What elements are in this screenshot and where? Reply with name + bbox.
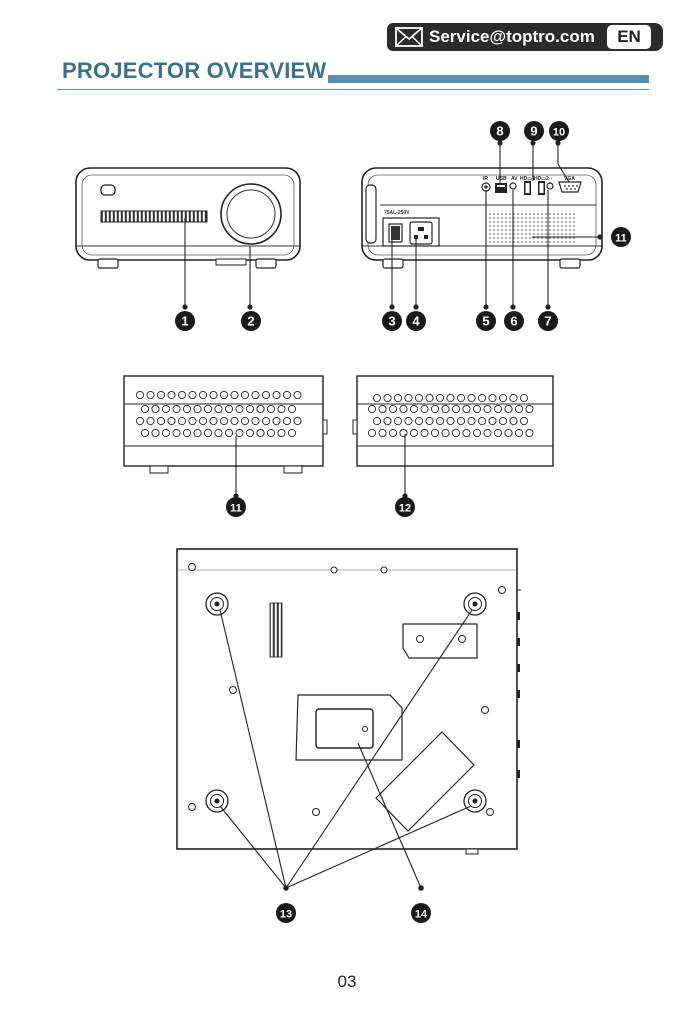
audio-port-label: ∩	[549, 176, 553, 182]
callout-number: 11	[615, 233, 627, 245]
callout-6: 6	[504, 311, 524, 331]
callout-7: 7	[538, 311, 558, 331]
callout-number: 10	[553, 127, 565, 139]
callout-number: 5	[482, 314, 489, 329]
callout-number: 2	[247, 314, 254, 329]
callout-9: 9	[524, 121, 544, 141]
bottom-view	[177, 549, 521, 854]
callout-number: 12	[399, 503, 411, 515]
left-side-view	[124, 376, 327, 473]
leader-dots-side	[233, 493, 407, 498]
right-side-view	[353, 376, 553, 466]
callout-13: 13	[276, 903, 296, 923]
leader-dots-bottom	[283, 885, 424, 891]
callout-number: 13	[280, 909, 292, 921]
callout-1: 1	[175, 311, 195, 331]
callout-2: 2	[241, 311, 261, 331]
callout-14: 14	[411, 903, 431, 923]
callout-number: 3	[388, 314, 395, 329]
usb-port-label: USB	[496, 176, 507, 182]
ir-port-label: IR	[483, 176, 488, 182]
callout-number: 14	[415, 909, 428, 921]
callout-number: 7	[544, 314, 551, 329]
callout-number: 6	[510, 314, 517, 329]
callout-3: 3	[382, 311, 402, 331]
front-view	[76, 168, 300, 268]
rear-view: 75AL-250V IR USB AV HD▭1 HD▭2 ∩ VGA	[362, 168, 602, 268]
callout-4: 4	[406, 311, 426, 331]
callout-number: 4	[412, 314, 420, 329]
callout-number: 9	[530, 124, 537, 139]
callout-12: 12	[395, 497, 415, 517]
callout-number: 8	[496, 124, 503, 139]
callout-number: 1	[181, 314, 188, 329]
callout-11: 11	[611, 227, 631, 247]
page-number: 03	[0, 972, 694, 992]
av-port-label: AV	[511, 176, 518, 182]
callout-10: 10	[549, 121, 569, 141]
callout-5: 5	[476, 311, 496, 331]
callout-number: 11	[230, 503, 242, 515]
callout-8: 8	[490, 121, 510, 141]
power-rating-label: 75AL-250V	[384, 210, 410, 216]
callout-11: 11	[226, 497, 246, 517]
